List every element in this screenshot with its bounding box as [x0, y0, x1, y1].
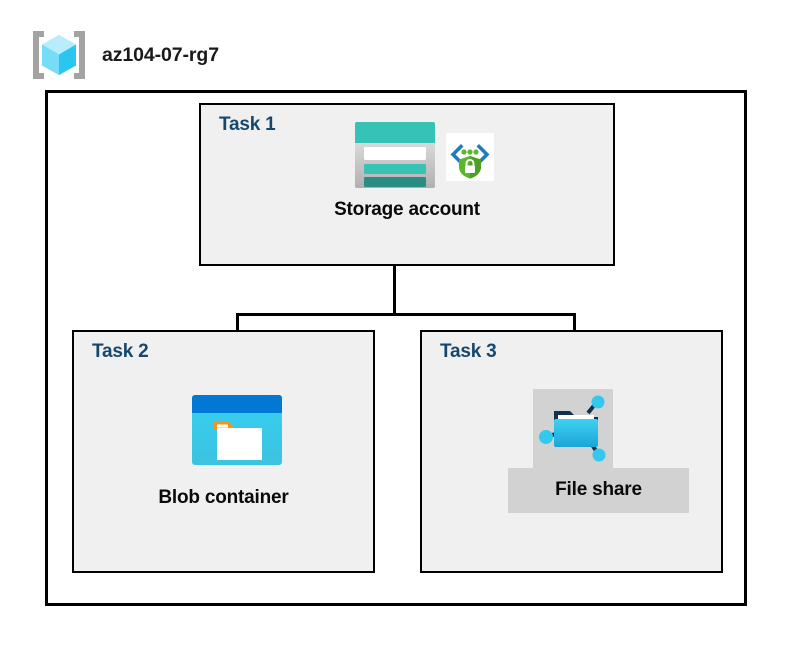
connector-horizontal-bus [236, 313, 576, 316]
task-1-label: Task 1 [219, 114, 276, 135]
task-3-label: Task 3 [440, 341, 497, 362]
resource-group-header: az104-07-rg7 [30, 27, 219, 83]
blob-container-icon [191, 394, 283, 466]
security-shield-lock-icon [446, 133, 494, 181]
resource-group-icon [30, 28, 88, 82]
blob-container-label: Blob container [158, 487, 289, 508]
file-share-icon [536, 391, 612, 467]
resource-group-name: az104-07-rg7 [102, 43, 219, 66]
connector-trunk-storage [393, 266, 396, 315]
file-share-label-highlight [508, 468, 689, 513]
file-share-label: File share [555, 479, 642, 500]
task-2-label: Task 2 [92, 341, 149, 362]
storage-account-icon [352, 120, 438, 190]
storage-account-label: Storage account [334, 199, 480, 220]
